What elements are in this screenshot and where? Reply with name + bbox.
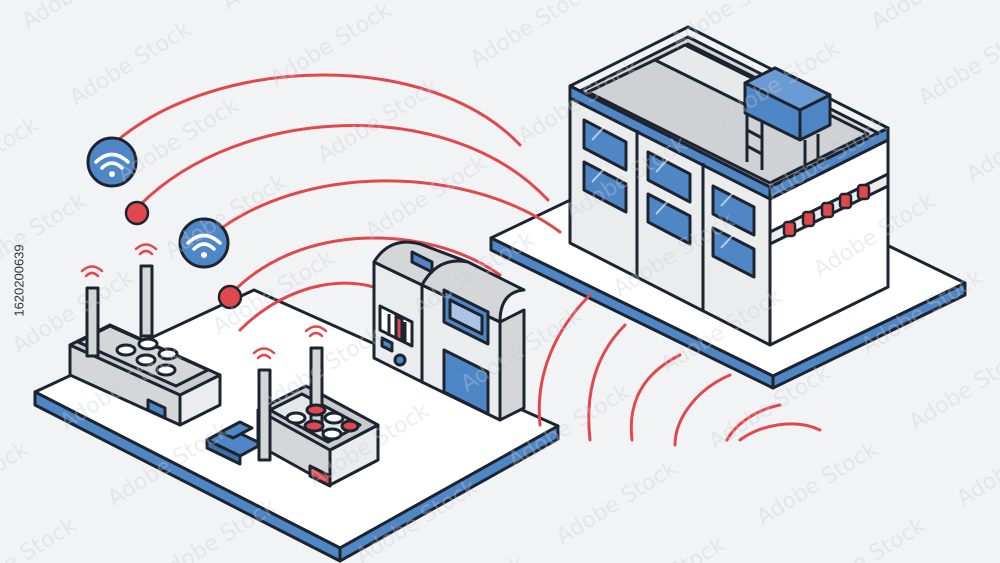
- stock-id-label: 1620200639: [2, 150, 36, 410]
- wifi-icon: [178, 217, 230, 269]
- wifi-icon: [86, 136, 138, 188]
- stock-id-text: 1620200639: [11, 243, 27, 317]
